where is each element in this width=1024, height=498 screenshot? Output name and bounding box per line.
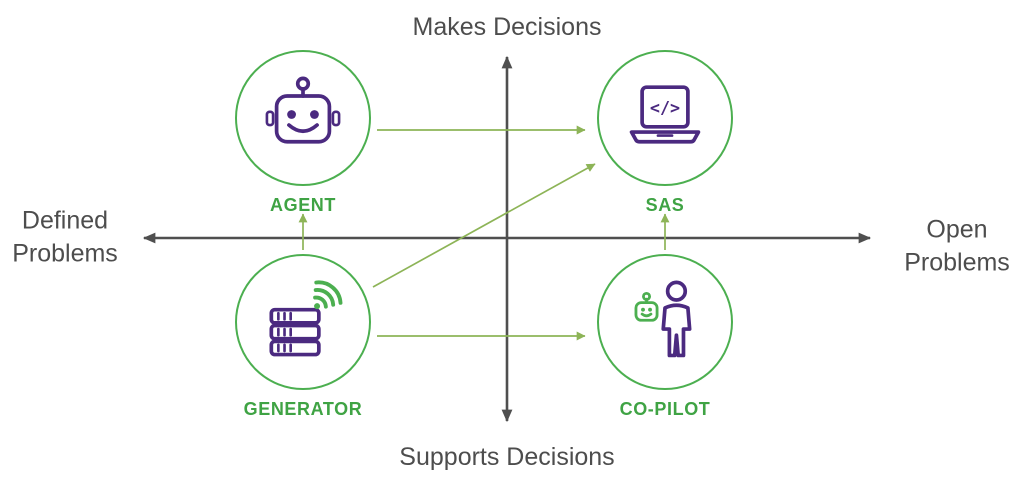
- node-generator: GENERATOR: [223, 254, 383, 420]
- mini-robot: [634, 291, 659, 322]
- axis-label-supports-decisions: Supports Decisions: [399, 443, 615, 471]
- axis-label-makes-decisions: Makes Decisions: [412, 13, 602, 41]
- laptop-code-icon: </>: [629, 85, 701, 144]
- co-pilot-circle: [597, 254, 733, 390]
- laptop-code-glyph: </>: [650, 98, 680, 118]
- axis-label-open-problems: Open Problems: [904, 215, 1010, 277]
- node-label-generator: GENERATOR: [243, 399, 363, 419]
- axis-label-defined-problems: Defined Problems: [12, 206, 118, 268]
- node-label-sas: SAS: [645, 195, 685, 215]
- generator-circle: [235, 254, 371, 390]
- node-sas: </> SAS: [585, 50, 745, 216]
- person-figure: [661, 280, 692, 358]
- node-label-agent: AGENT: [270, 195, 336, 215]
- wifi-signal: [313, 280, 343, 310]
- arrow-generator-to-sas: [372, 163, 596, 288]
- sas-circle: </>: [597, 50, 733, 186]
- node-co-pilot: CO-PILOT: [585, 254, 745, 420]
- server-wifi-icon: [269, 280, 343, 357]
- person-robot-icon: [634, 280, 692, 358]
- robot-icon: [265, 76, 341, 144]
- node-label-co-pilot: CO-PILOT: [619, 399, 711, 419]
- node-agent: AGENT: [223, 50, 383, 216]
- agent-circle: [235, 50, 371, 186]
